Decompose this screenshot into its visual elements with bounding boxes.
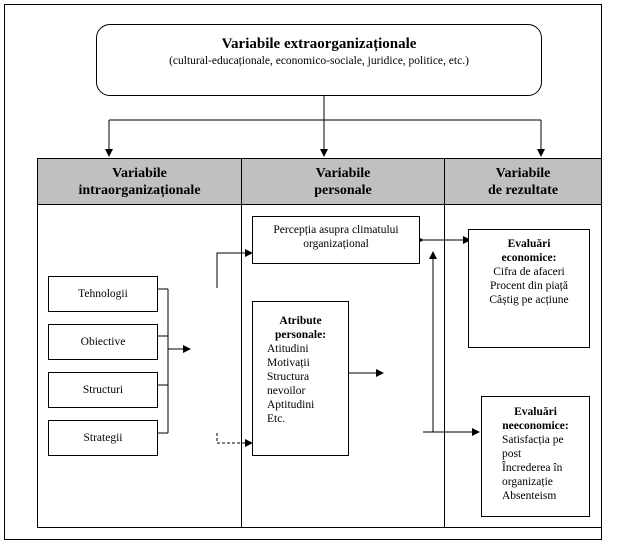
- noneconomic-box: Evaluări neeconomice: Satisfacția pe pos…: [481, 396, 590, 517]
- noneconomic-item: Încrederea în: [502, 462, 563, 474]
- column-results: [444, 205, 602, 528]
- economic-item: Cifra de afaceri: [493, 266, 565, 278]
- header-intra-line1: Variabile: [112, 166, 167, 181]
- header-intra-line2: intraorganizaționale: [78, 183, 201, 198]
- column-intra: [37, 205, 242, 528]
- noneconomic-item: Absenteism: [502, 490, 557, 502]
- noneconomic-item: organizație: [502, 476, 553, 488]
- attributes-box: Atribute personale: Atitudini Motivații …: [252, 301, 349, 456]
- attributes-title-line1: Atribute: [279, 315, 322, 327]
- noneconomic-item: Satisfacția pe: [502, 434, 564, 446]
- extraorganizational-subtitle: (cultural-educaționale, economico-social…: [169, 55, 469, 67]
- box-obiective: Obiective: [48, 324, 158, 360]
- box-structuri: Structuri: [48, 372, 158, 408]
- arrow-to-attributes: [216, 433, 253, 447]
- economic-title-line2: economice:: [501, 252, 557, 264]
- header-personal-line2: personale: [314, 183, 372, 198]
- perception-box: Percepția asupra climatului organizațion…: [252, 216, 420, 264]
- header-personal-line1: Variabile: [315, 166, 371, 181]
- box-tehnologii: Tehnologii: [48, 276, 158, 312]
- noneconomic-item: post: [502, 448, 522, 460]
- extraorganizational-title: Variabile extraorganizaționale: [221, 36, 417, 52]
- economic-title-line1: Evaluări: [507, 238, 551, 250]
- noneconomic-title-line2: neeconomice:: [502, 420, 569, 432]
- header-results-line1: Variabile: [495, 166, 551, 181]
- perception-line2: organizațional: [303, 238, 369, 250]
- economic-item: Câștig pe acțiune: [489, 294, 569, 306]
- header-results: Variabile de rezultate: [444, 158, 602, 205]
- attribute-item: Structura: [267, 371, 310, 383]
- header-results-line2: de rezultate: [487, 183, 559, 198]
- economic-item: Procent din piață: [490, 280, 568, 292]
- attribute-item: Etc.: [267, 413, 286, 425]
- attributes-title-line2: personale:: [274, 329, 327, 341]
- header-intra: Variabile intraorganizaționale: [37, 158, 242, 205]
- attribute-item: Aptitudini: [267, 399, 315, 411]
- arrow-to-perception: [216, 249, 253, 288]
- attribute-item: nevoilor: [267, 385, 306, 397]
- box-strategii: Strategii: [48, 420, 158, 456]
- perception-line1: Percepția asupra climatului: [273, 224, 399, 236]
- attribute-item: Atitudini: [267, 343, 309, 355]
- noneconomic-title-line1: Evaluări: [514, 406, 557, 418]
- extraorganizational-box: Variabile extraorganizaționale (cultural…: [96, 24, 542, 96]
- attribute-item: Motivații: [267, 357, 310, 369]
- economic-box: Evaluări economice: Cifra de afaceri Pro…: [468, 229, 590, 348]
- header-personal: Variabile personale: [241, 158, 445, 205]
